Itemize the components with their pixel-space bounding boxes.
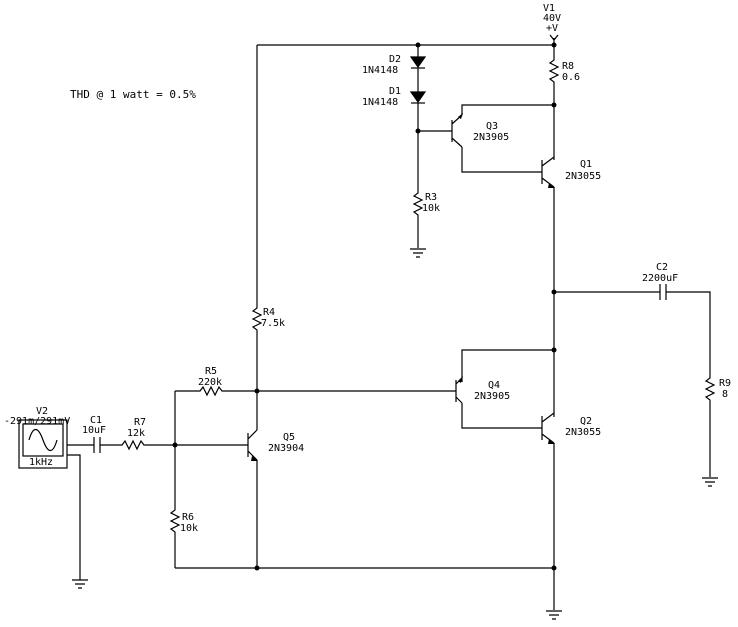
- q2-value: 2N3055: [565, 427, 601, 438]
- c1-capacitor: [67, 437, 103, 453]
- thd-note: THD @ 1 watt = 0.5%: [70, 88, 196, 101]
- top-rail-wire: [257, 38, 555, 56]
- ground-icon: [410, 248, 426, 258]
- r4-value: 7.5k: [261, 318, 285, 329]
- d1-value: 1N4148: [362, 97, 398, 108]
- v2-freq: 1kHz: [29, 457, 53, 468]
- q5-value: 2N3904: [268, 443, 304, 454]
- q3-value: 2N3905: [473, 132, 509, 143]
- ground-icon: [702, 477, 718, 487]
- r4-resistor: [251, 45, 263, 420]
- q4-value: 2N3905: [474, 391, 510, 402]
- c2-value: 2200uF: [642, 273, 678, 284]
- c1-ref: C1: [90, 415, 102, 426]
- q5-transistor: [175, 420, 258, 568]
- v1-node-label: +V: [546, 23, 558, 34]
- r6-value: 10k: [180, 523, 198, 534]
- d1-ref: D1: [389, 86, 401, 97]
- r3-ref: R3: [425, 192, 437, 203]
- c1-value: 10uF: [82, 425, 106, 436]
- q2-ref: Q2: [580, 416, 592, 427]
- c2-ref: C2: [656, 262, 668, 273]
- ground-icon: [72, 579, 88, 589]
- r9-value: 8: [722, 389, 728, 400]
- r5-resistor: [174, 385, 257, 445]
- q3-ref: Q3: [486, 121, 498, 132]
- q5-ref: Q5: [283, 432, 295, 443]
- r7-ref: R7: [134, 417, 146, 428]
- ground-icon: [546, 610, 562, 620]
- r4-ref: R4: [263, 307, 275, 318]
- v2-value: -291m/291mV: [4, 416, 70, 427]
- q1-ref: Q1: [580, 159, 592, 170]
- r6-ref: R6: [182, 512, 194, 523]
- c2-capacitor: [554, 284, 711, 375]
- q4-ref: Q4: [488, 380, 500, 391]
- r7-value: 12k: [127, 428, 145, 439]
- v1-supply: V1 40V +V: [543, 3, 561, 41]
- sine-wave-icon: [28, 428, 58, 452]
- d2-ref: D2: [389, 54, 401, 65]
- r7-resistor: [103, 439, 175, 451]
- r8-value: 0.6: [562, 72, 580, 83]
- q1-transistor: [534, 105, 555, 350]
- junction-dots: [172, 42, 557, 571]
- r5-value: 220k: [198, 377, 222, 388]
- diode-string: [409, 45, 427, 190]
- r9-resistor: [704, 375, 716, 477]
- r8-resistor: [548, 56, 560, 105]
- q4-transistor: [450, 349, 554, 429]
- v2-source: [18, 419, 81, 580]
- q1-value: 2N3055: [565, 171, 601, 182]
- v1-value: 40V: [543, 13, 561, 24]
- r8-ref: R8: [562, 61, 574, 72]
- r3-resistor: [412, 190, 424, 248]
- d2-value: 1N4148: [362, 65, 398, 76]
- r9-ref: R9: [719, 378, 731, 389]
- v2-ref: V2: [36, 406, 48, 417]
- v1-ref: V1: [543, 3, 555, 14]
- r5-ref: R5: [205, 366, 217, 377]
- r6-resistor: [169, 445, 181, 568]
- q2-transistor: [534, 350, 555, 610]
- q3-transistor: [446, 104, 554, 173]
- r3-value: 10k: [422, 203, 440, 214]
